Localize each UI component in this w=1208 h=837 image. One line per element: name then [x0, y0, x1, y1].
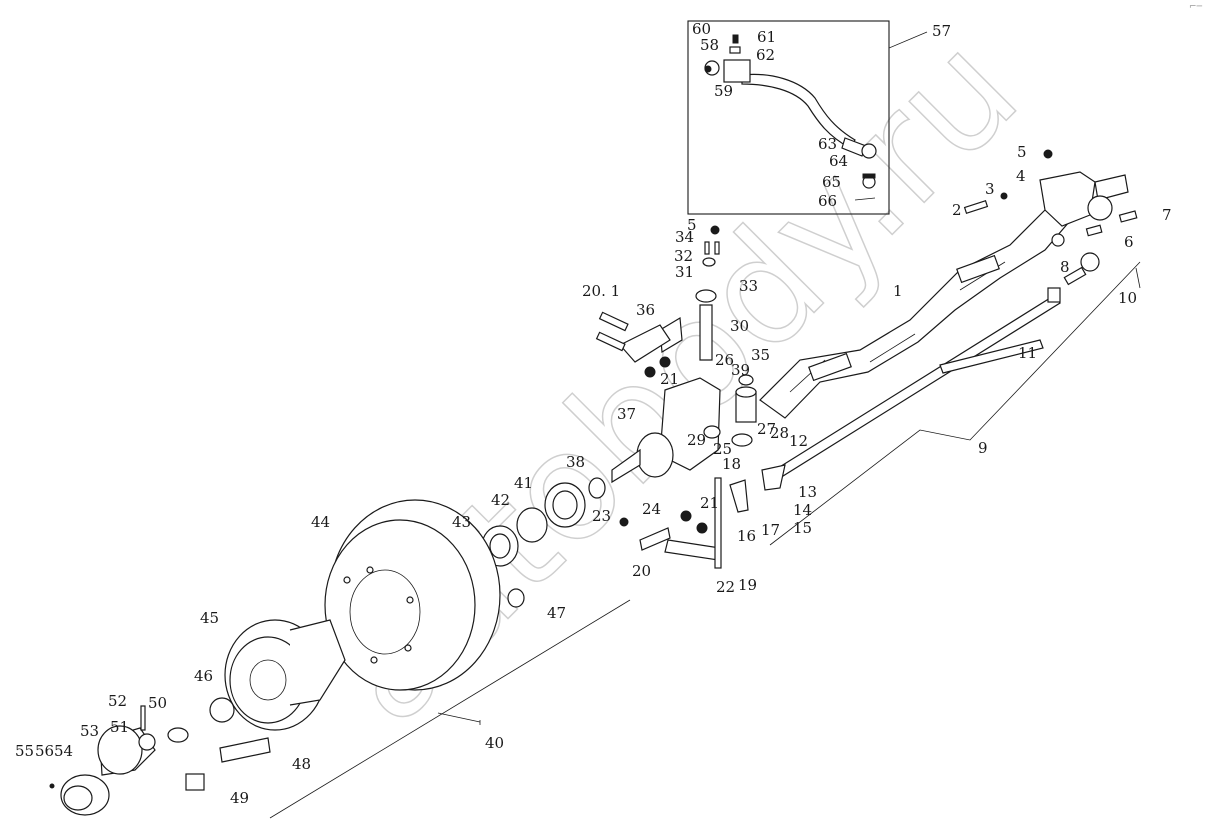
- callout-5: 5: [1017, 143, 1027, 161]
- callout-42: 42: [491, 491, 510, 509]
- callout-1: 1: [893, 282, 903, 300]
- callout-28: 28: [770, 424, 789, 442]
- callout-51: 51: [110, 718, 129, 736]
- callout-59: 59: [714, 82, 733, 100]
- callout-57: 57: [932, 22, 951, 40]
- callout-31: 31: [675, 263, 694, 281]
- callout-13: 13: [798, 483, 817, 501]
- callout-4: 4: [1016, 167, 1026, 185]
- callout-36: 36: [636, 301, 655, 319]
- callout-55: 55: [15, 742, 34, 760]
- callout-44: 44: [311, 513, 330, 531]
- hub-cap: [49, 705, 271, 816]
- callout-50: 50: [148, 694, 167, 712]
- callout-18: 18: [722, 455, 741, 473]
- callout-25: 25: [713, 440, 732, 458]
- callout-15: 15: [793, 519, 812, 537]
- right-knuckle: [963, 149, 1138, 247]
- callout-26: 26: [715, 351, 734, 369]
- callout-12: 12: [789, 432, 808, 450]
- callout-23: 23: [592, 507, 611, 525]
- callout-21a: 21: [660, 370, 679, 388]
- callout-41: 41: [514, 474, 533, 492]
- callout-65: 65: [822, 173, 841, 191]
- callout-24: 24: [642, 500, 661, 518]
- callout-7: 7: [1162, 206, 1172, 224]
- callout-52: 52: [108, 692, 127, 710]
- left-knuckle: [611, 225, 757, 484]
- callout-48: 48: [292, 755, 311, 773]
- callout-58: 58: [700, 36, 719, 54]
- callout-33: 33: [739, 277, 758, 295]
- callout-37: 37: [617, 405, 636, 423]
- callout-6: 6: [1124, 233, 1134, 251]
- callout-63: 63: [818, 135, 837, 153]
- callout-30: 30: [730, 317, 749, 335]
- callout-66: 66: [818, 192, 837, 210]
- callout-14: 14: [793, 501, 812, 519]
- callout-22: 22: [716, 578, 735, 596]
- steering-arm: [595, 311, 786, 569]
- brake-drum: [324, 499, 525, 691]
- callout-9: 9: [978, 439, 988, 457]
- callout-54: 54: [54, 742, 73, 760]
- callout-2: 2: [952, 201, 962, 219]
- callout-16: 16: [737, 527, 756, 545]
- callout-17: 17: [761, 521, 780, 539]
- callout-8: 8: [1060, 258, 1070, 276]
- callout-11: 11: [1018, 344, 1037, 362]
- callout-47: 47: [547, 604, 566, 622]
- leader-lines: [269, 261, 1141, 819]
- callout-64: 64: [829, 152, 848, 170]
- callout-19: 19: [738, 576, 757, 594]
- wheel-hub: [167, 619, 346, 743]
- callout-21b: 21: [700, 494, 719, 512]
- callout-43: 43: [452, 513, 471, 531]
- callout-20: 20: [632, 562, 651, 580]
- callout-49: 49: [230, 789, 249, 807]
- callout-3: 3: [985, 180, 995, 198]
- callout-45: 45: [200, 609, 219, 627]
- callout-32: 32: [674, 247, 693, 265]
- callout-53: 53: [80, 722, 99, 740]
- callout-10: 10: [1118, 289, 1137, 307]
- callout-20-1: 20. 1: [582, 282, 620, 300]
- callout-labels: 1 2 3 4 5 6 7 8 9 10 11 12 13 14 15 16 1…: [15, 20, 1172, 807]
- callout-38: 38: [566, 453, 585, 471]
- callout-62: 62: [756, 46, 775, 64]
- callout-40: 40: [485, 734, 504, 752]
- tie-rod: [777, 252, 1100, 477]
- corner-mark: ⌐─: [1189, 2, 1202, 12]
- callout-39: 39: [731, 361, 750, 379]
- callout-5b: 5: [687, 216, 697, 234]
- callout-27: 27: [757, 420, 776, 438]
- callout-46: 46: [194, 667, 213, 685]
- callout-56: 56: [35, 742, 54, 760]
- inset-panel: [687, 20, 928, 215]
- callout-60: 60: [692, 20, 711, 38]
- callout-35: 35: [751, 346, 770, 364]
- callout-29: 29: [687, 431, 706, 449]
- callout-61: 61: [757, 28, 776, 46]
- callout-34: 34: [675, 228, 694, 246]
